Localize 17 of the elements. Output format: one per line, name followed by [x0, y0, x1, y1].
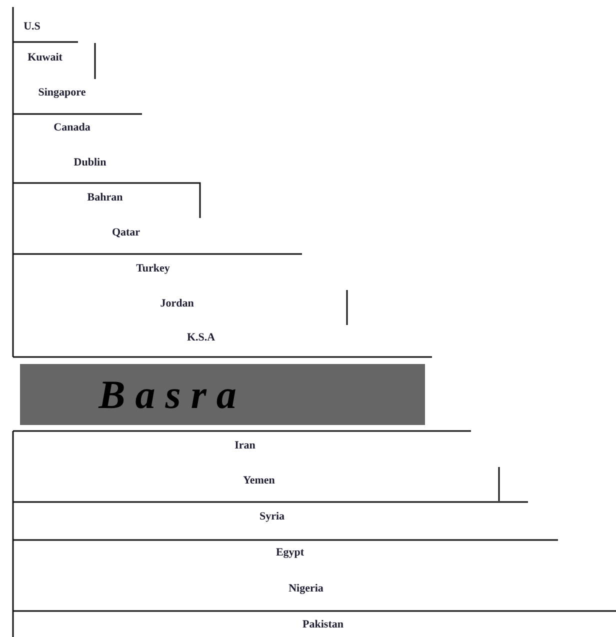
country-label: Bahran — [87, 192, 123, 204]
country-label: Egypt — [276, 548, 304, 558]
country-label: Syria — [259, 512, 285, 522]
country-label: Qatar — [112, 228, 140, 238]
country-label: U.S — [24, 22, 40, 32]
country-label: Kuwait — [28, 52, 62, 64]
country-label: Singapore — [38, 88, 86, 98]
country-label: Turkey — [136, 264, 170, 274]
country-label: K.S.A — [186, 332, 216, 344]
country-label: Yemen — [243, 476, 275, 486]
country-label: Pakistan — [302, 620, 344, 630]
country-label: Iran — [234, 440, 256, 452]
country-label: Canada — [54, 122, 90, 134]
region-banner: B a s r a — [20, 364, 425, 425]
country-label: Dublin — [74, 158, 106, 168]
country-label: Jordan — [160, 298, 194, 310]
country-label: Nigeria — [288, 584, 324, 594]
